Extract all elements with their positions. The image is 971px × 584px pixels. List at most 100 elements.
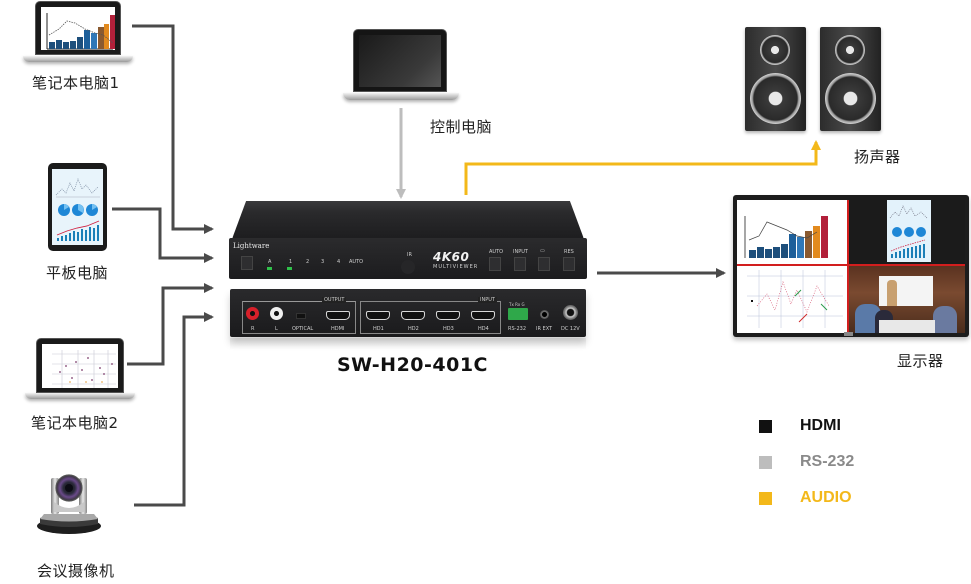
brand-logo: Lightware [233,242,270,250]
audio-line-speakers [464,140,821,195]
input-group-label: INPUT [478,297,497,303]
device-front-panel: Lightware A 1 2 3 4 AUTO IR 4K60 MULTIVI… [229,238,587,279]
tablet-label: 平板电脑 [46,264,109,282]
auto-label: AUTO [489,249,504,255]
indicator-a: A [268,259,272,265]
device-model-label: SW-H20-401C [337,354,489,376]
port-l: L [275,326,278,332]
indicator-3: 3 [321,259,325,265]
output-group-label: OUTPUT [322,297,347,303]
tweeter [760,35,790,65]
woofer [825,73,876,124]
legend-label-rs232: RS-232 [800,453,855,470]
port-hd1: HD1 [373,326,384,332]
hdmi-in-2-port[interactable] [401,311,425,320]
port-hd3: HD3 [443,326,454,332]
hdmi-line-laptop2 [127,283,214,366]
port-hd2: HD2 [408,326,419,332]
quad-bottom-right [849,266,965,333]
hdmi-in-4-port[interactable] [471,311,495,320]
speakers-label: 扬声器 [854,148,901,166]
res-label: RES [564,249,574,255]
dc-power-jack[interactable] [563,305,578,320]
scatter-chart-graphic [747,270,843,328]
quad-top-left [737,200,847,264]
port-dc12v: DC 12V [561,326,580,332]
indicator-auto: AUTO [349,259,364,265]
ptz-camera-icon [37,474,101,534]
speaker-right [820,27,881,131]
ir-ext-jack[interactable] [540,310,549,319]
display-monitor [733,195,969,337]
badge-4k60: 4K60 [433,250,470,264]
speaker-left [745,27,806,131]
tablet-charts-graphic [889,205,928,258]
legend-label-audio: AUDIO [800,489,852,506]
hdmi-out-port[interactable] [326,311,350,320]
device-top-chassis [232,201,584,239]
audio-l-jack[interactable] [270,307,283,320]
layout-button[interactable] [538,257,550,271]
laptop-1-label: 笔记本电脑1 [32,74,120,92]
device-reflection [230,338,586,350]
port-rs232: RS-232 [508,326,526,332]
hdmi-in-1-port[interactable] [366,311,390,320]
divider-horizontal [737,264,965,266]
legend-label-hdmi: HDMI [800,417,841,434]
bar-chart-graphic [744,216,828,258]
laptop-2 [24,337,136,401]
monitor-stand-logo [844,332,853,336]
layout-label: ▭ [540,248,545,254]
port-optical: OPTICAL [292,326,314,332]
scatter-chart-graphic [52,350,116,388]
indicator-2: 2 [306,259,310,265]
quad-top-right [849,200,965,264]
control-pc [340,29,462,105]
indicator-1: 1 [289,259,293,265]
laptop-2-screen [36,338,124,393]
led-a [267,267,272,270]
legend-swatch-rs232 [759,456,772,469]
port-r: R [251,326,255,332]
rs232-terminal[interactable] [508,308,528,320]
audio-r-jack[interactable] [246,307,259,320]
auto-button[interactable] [489,257,501,271]
tablet-charts-graphic [55,177,100,241]
indicator-4: 4 [337,259,341,265]
woofer [750,73,801,124]
tablet [48,163,107,251]
multiviewer-subtitle: MULTIVIEWER [433,264,479,270]
optical-port[interactable] [296,313,306,319]
res-button[interactable] [563,257,575,271]
divider-vertical [847,200,849,333]
legend-swatch-audio [759,492,772,505]
power-button[interactable] [241,256,253,270]
tweeter [835,35,865,65]
input-group-frame [360,301,501,334]
bar-chart-graphic [46,13,115,50]
input-button[interactable] [514,257,526,271]
hdmi-in-3-port[interactable] [436,311,460,320]
device-rear-panel: OUTPUT R L OPTICAL HDMI INPUT HD1 HD2 HD… [230,289,586,337]
laptop-1-screen [35,1,121,55]
rs232-pin-labels: Tx Rx G [509,302,525,307]
port-hd4: HD4 [478,326,489,332]
quad-bottom-left [737,266,847,333]
laptop-1 [22,0,134,64]
port-hdmi-out: HDMI [331,326,345,332]
ir-sensor [401,260,415,274]
legend-swatch-hdmi [759,420,772,433]
control-pc-label: 控制电脑 [430,118,493,136]
output-group-frame [242,301,356,334]
led-1 [287,267,292,270]
hdmi-line-tablet [112,207,214,263]
hdmi-line-laptop1 [132,24,214,234]
ir-label: IR [407,252,412,258]
input-label: INPUT [513,249,528,255]
camera-label: 会议摄像机 [37,562,115,580]
hdmi-line-camera [134,312,214,507]
control-pc-screen [353,29,447,92]
port-ir-ext: IR EXT [536,326,553,332]
display-label: 显示器 [897,352,944,370]
